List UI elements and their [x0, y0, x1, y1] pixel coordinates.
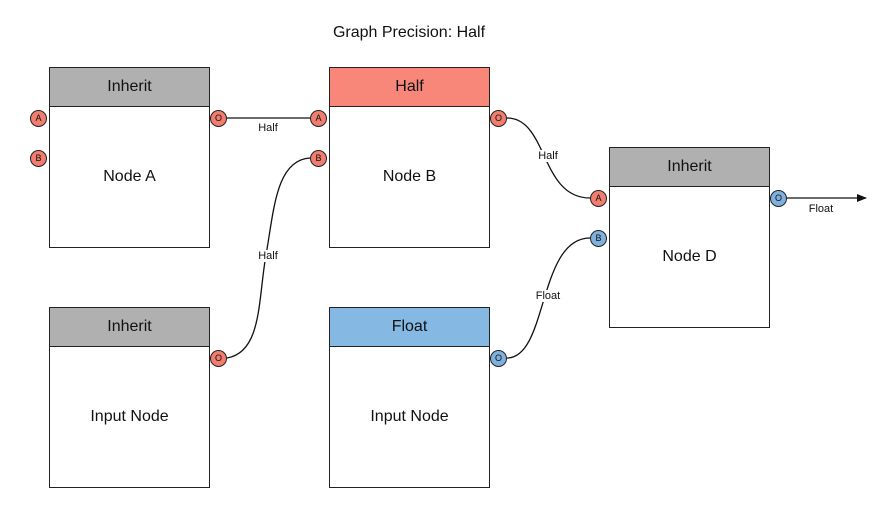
input-node-2-precision: Float	[330, 308, 489, 347]
input-node-float[interactable]: Float Input Node	[329, 307, 490, 488]
edge-label-input-to-node-b: Half	[257, 250, 279, 262]
node-d-label: Node D	[662, 248, 717, 265]
node-d[interactable]: Inherit Node D	[609, 147, 770, 328]
node-a-precision: Inherit	[50, 68, 209, 107]
node-a-input-port-a[interactable]: A	[30, 110, 47, 127]
input-node-inherit[interactable]: Inherit Input Node	[49, 307, 210, 488]
node-a[interactable]: Inherit Node A	[49, 67, 210, 248]
node-b-input-port-b[interactable]: B	[310, 150, 327, 167]
node-b-output-port[interactable]: O	[490, 110, 507, 127]
node-d-output-port[interactable]: O	[770, 190, 787, 207]
node-b-input-port-a[interactable]: A	[310, 110, 327, 127]
node-a-input-port-b[interactable]: B	[30, 150, 47, 167]
node-b[interactable]: Half Node B	[329, 67, 490, 248]
node-b-precision: Half	[330, 68, 489, 107]
input-node-2-label: Input Node	[370, 408, 449, 425]
edge-label-node-a-to-node-b: Half	[257, 122, 279, 134]
input-node-1-precision: Inherit	[50, 308, 209, 347]
edge-label-node-b-to-node-d: Half	[537, 150, 559, 162]
node-b-label: Node B	[382, 168, 437, 185]
graph-title: Graph Precision: Half	[332, 24, 486, 41]
input-node-2-output-port[interactable]: O	[490, 350, 507, 367]
input-node-1-output-port[interactable]: O	[210, 350, 227, 367]
edge-label-node-d-output: Float	[807, 203, 835, 215]
node-a-label: Node A	[103, 168, 156, 185]
edge-label-input-to-node-d: Float	[534, 290, 562, 302]
node-d-input-port-a[interactable]: A	[590, 190, 607, 207]
input-node-1-label: Input Node	[90, 408, 169, 425]
node-d-input-port-b[interactable]: B	[590, 230, 607, 247]
node-a-output-port[interactable]: O	[210, 110, 227, 127]
node-d-precision: Inherit	[610, 148, 769, 187]
